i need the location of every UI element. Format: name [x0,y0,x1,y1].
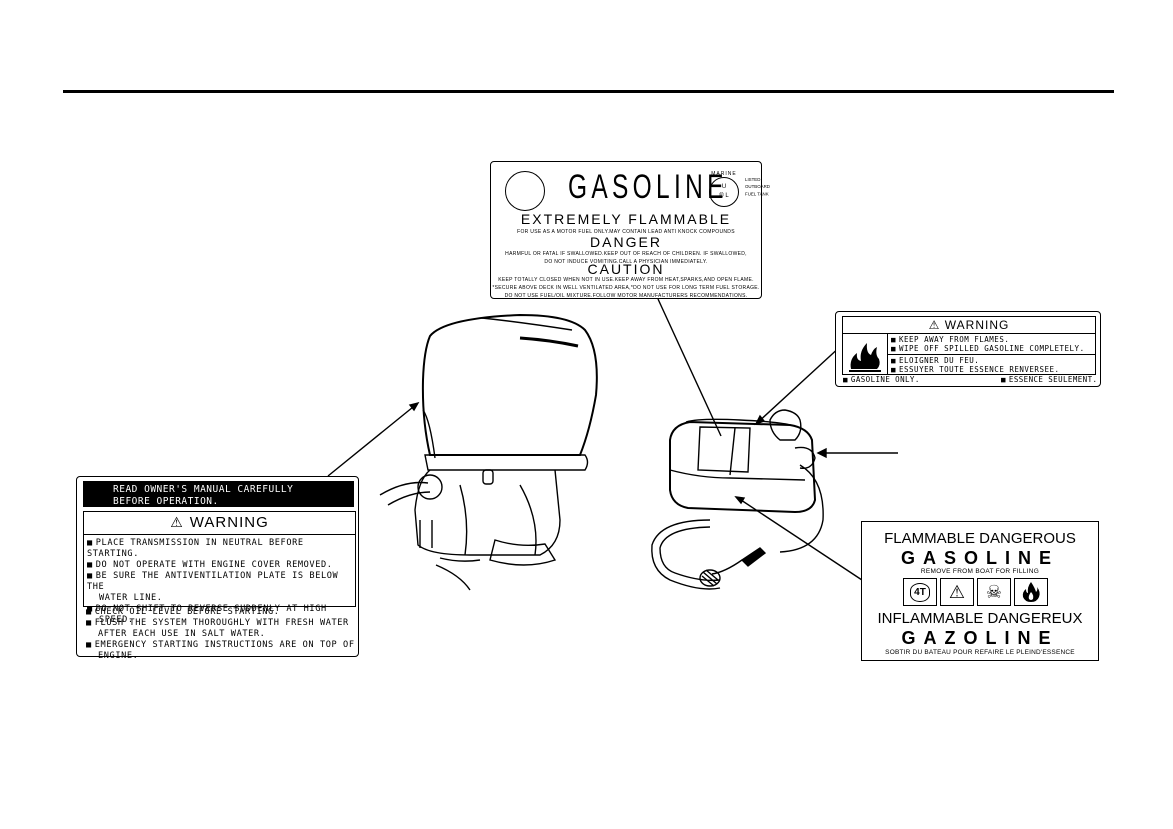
fire-icon [843,333,888,374]
outboard-motor-drawing [379,313,598,591]
heading-flammable: EXTREMELY FLAMMABLE [520,211,732,227]
four-stroke-text: 4T [910,582,930,602]
motor-notes-list: CHECK OIL LEVEL BEFORE STARTING. FLUSH T… [86,607,355,662]
manual-notice-line1: READ OWNER'S MANUAL CAREFULLY [113,484,294,495]
inflammable-title: INFLAMMABLE DANGEREUX [877,610,1083,627]
tank-warning-english: KEEP AWAY FROM FLAMES. WIPE OFF SPILLED … [891,335,1085,353]
gazoline-word: GAZOLINE [901,628,1059,648]
divider [84,534,355,535]
line-harmful: HARMFUL OR FATAL IF SWALLOWED.KEEP OUT O… [505,251,747,257]
divider [843,333,1095,334]
fuel-tank-drawing [651,409,824,590]
line-vomiting: DO NOT INDUCE VOMITING.CALL A PHYSICIAN … [544,259,708,265]
remove-remark: REMOVE FROM BOAT FOR FILLING [920,568,1040,575]
tank-warning-box: ⚠ WARNING KEEP AWAY FROM FLAMES. WIPE OF… [842,316,1096,375]
note-item: EMERGENCY STARTING INSTRUCTIONS ARE ON T… [86,640,355,651]
ul-letters: U ® L [719,184,729,199]
leader-line-motor-label [327,402,419,477]
warning-item: BE SURE THE ANTIVENTILATION PLATE IS BEL… [87,571,355,593]
line-motor-fuel: FOR USE AS A MOTOR FUEL ONLY.MAY CONTAIN… [517,229,735,235]
listed-text: LISTED OUTBOARD FUEL TANK [745,177,770,197]
header-rule [63,90,1114,93]
hazard-icons: 4T ⚠ ☠ [903,578,1048,606]
en-item: WIPE OFF SPILLED GASOLINE COMPLETELY. [891,344,1085,353]
tank-warning-french: ELOIGNER DU FEU. ESSUYER TOUTE ESSENCE R… [891,356,1060,374]
leader-arrow [408,401,420,412]
motor-warning-title: WARNING [189,514,269,531]
leader-line-tank-warning [755,344,843,425]
ul-marine-seal-icon: MARINE U ® L [709,171,739,207]
flammable-dangerous-label: FLAMMABLE DANGEROUS GASOLINE REMOVE FROM… [861,521,1099,661]
flammable-title: FLAMMABLE DANGEROUS [884,530,1076,547]
four-stroke-icon: 4T [903,578,937,606]
gasoline-label: GASOLINE MARINE U ® L LISTED OUTBOARD FU… [490,161,770,299]
heading-danger: DANGER [590,234,662,250]
divider [887,354,1095,355]
fr-item: ESSUYER TOUTE ESSENCE RENVERSEE. [891,365,1060,374]
warning-triangle-icon: ⚠ [170,514,184,530]
gasoline-title: GASOLINE [568,168,728,206]
gasoline-word: GASOLINE [900,548,1059,568]
note-item-cont: AFTER EACH USE IN SALT WATER. [98,629,266,639]
note-item: CHECK OIL LEVEL BEFORE STARTING. [86,607,355,618]
note-item-cont: ENGINE. [98,651,139,661]
warning-item-cont: WATER LINE. [99,593,163,603]
gasoline-only-text: GASOLINE ONLY. [843,375,920,384]
tank-warning-heading: ⚠ WARNING [843,318,1095,332]
leader-line-gasoline [657,298,722,437]
manual-notice-line2: BEFORE OPERATION. [113,496,219,507]
warning-triangle-icon: ⚠ [940,578,974,606]
fire-icon [1014,578,1048,606]
tank-warning-title: WARNING [944,318,1010,332]
en-item: KEEP AWAY FROM FLAMES. [891,335,1085,344]
leader-line-flammable [737,497,866,583]
line-keep-closed: KEEP TOTALLY CLOSED WHEN NOT IN USE.KEEP… [498,277,754,283]
line-secure: *SECURE ABOVE DECK IN WELL VENTILATED AR… [492,285,760,291]
manual-notice-bar: READ OWNER'S MANUAL CAREFULLY BEFORE OPE… [83,481,354,507]
motor-warning-label: READ OWNER'S MANUAL CAREFULLY BEFORE OPE… [76,476,359,661]
heading-caution: CAUTION [587,261,665,277]
tank-warning-label: ⚠ WARNING KEEP AWAY FROM FLAMES. WIPE OF… [835,311,1101,387]
skull-icon: ☠ [977,578,1011,606]
fr-item: ELOIGNER DU FEU. [891,356,1060,365]
essence-seulement-text: ESSENCE SEULEMENT. [1001,375,1097,384]
motor-warning-heading: ⚠ WARNING [84,514,355,531]
warning-triangle-icon: ⚠ [928,318,941,332]
motor-warning-box: ⚠ WARNING PLACE TRANSMISSION IN NEUTRAL B… [83,511,356,625]
blank-circle [505,171,545,211]
sortir-remark: SOBTIR DU BATEAU POUR REFAIRE LE PLEIND'… [885,649,1075,656]
warning-item: PLACE TRANSMISSION IN NEUTRAL BEFORE STA… [87,538,355,560]
note-item: FLUSH THE SYSTEM THOROUGHLY WITH FRESH W… [86,618,355,629]
ul-marine-text: MARINE [711,171,737,177]
line-no-mixture: DO NOT USE FUEL/OIL MIXTURE.FOLLOW MOTOR… [504,293,748,299]
warning-item: DO NOT OPERATE WITH ENGINE COVER REMOVED… [87,560,355,571]
